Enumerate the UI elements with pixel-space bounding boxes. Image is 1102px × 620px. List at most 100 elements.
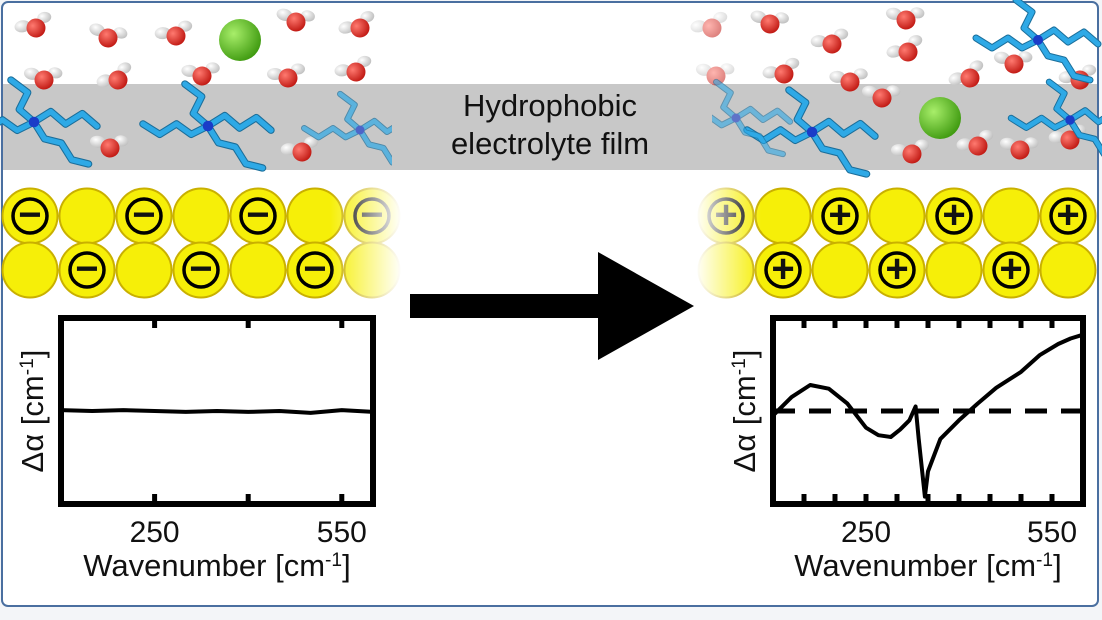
water-molecule [810,28,849,54]
oxygen-atom [34,70,54,90]
hydrogen-atom [762,66,779,79]
oxygen-atom [872,88,892,108]
alkyl-chain [31,119,92,167]
oxygen-atom [960,68,980,88]
alkyl-chain [786,87,815,135]
oxygen-atom [822,34,842,54]
water-molecule [886,35,923,62]
water-molecule [89,135,129,158]
alkyl-chain [809,118,878,139]
water-molecule [338,11,375,38]
charge-sign: − [132,193,155,237]
alkyl-chain [1046,79,1073,123]
water-molecule [891,139,929,164]
gold-atom: − [229,187,287,245]
film-caption-bg [392,84,712,170]
oxygen-atom [286,12,306,32]
alkyl-chain [713,79,739,121]
oxygen-atom [100,138,120,158]
ammonium-cation [1007,78,1102,157]
oxygen-atom [278,68,298,88]
charge-sign: − [189,247,212,291]
gold-atom [754,187,812,245]
water-molecule [96,62,132,90]
gold-atom: − [58,241,116,299]
water-molecule [829,68,868,92]
oxygen-atom [1004,54,1024,74]
alkyl-chain [301,125,363,140]
alkyl-chain [8,77,37,125]
oxygen-atom [192,66,212,86]
hydrogen-atom [886,45,903,58]
ammonium-cation [139,80,275,172]
charge-sign: + [885,247,908,291]
charge-badge [11,197,49,235]
charge-sign: + [771,247,794,291]
oxygen-atom [774,64,794,84]
gold-atom [1,241,59,299]
film-label-line1: Hydrophobic [463,88,637,123]
nitrogen-atom [731,113,741,123]
water-molecule [956,129,994,156]
alkyl-chain [205,123,266,171]
oxygen-atom [292,142,312,162]
alkyl-chain [1035,27,1101,47]
charge-badge [182,251,220,289]
spectrum-line [771,332,1084,499]
nitrogen-atom [1065,115,1075,125]
gold-atom: − [1,187,59,245]
fade-left-edge [330,178,402,308]
alkyl-chain [733,106,793,124]
charge-badge [764,251,802,289]
gold-atom: + [925,187,983,245]
hydrogen-atom [96,74,113,87]
oxygen-atom [896,10,916,30]
water-molecule [23,67,63,90]
charge-badge [992,251,1030,289]
gold-atom: − [115,187,173,245]
alkyl-chain [1067,117,1102,156]
fade-right-edge [695,178,761,308]
hydrogen-atom [334,64,351,77]
y-axis-label: Δα [cm-1] [727,350,762,473]
charge-sign: − [303,247,326,291]
x-tick-label: 550 [317,516,367,549]
gold-atom: − [172,241,230,299]
charge-badge [935,197,973,235]
transition-arrow [410,252,694,360]
oxygen-atom [760,14,780,34]
nitrogen-atom [202,120,214,132]
charge-sign: − [18,193,41,237]
gold-surface-right: +++++++ [697,187,1097,299]
charge-sign: − [246,193,269,237]
water-molecule [885,7,925,30]
gold-atom [868,187,926,245]
hydrogen-atom [14,20,31,33]
water-molecule [181,62,220,86]
oxygen-atom [1010,140,1030,160]
gold-atom: + [811,187,869,245]
ammonium-cation [677,78,794,158]
gold-atom: − [286,241,344,299]
spectrum-line [60,408,374,415]
charge-sign: + [999,247,1022,291]
nitrogen-atom [355,125,365,135]
oxygen-atom [702,18,722,38]
oxygen-atom [898,42,918,62]
water-molecule [695,63,735,86]
alkyl-chain [205,112,274,133]
ammonium-cation [0,76,101,168]
water-molecule [762,57,800,84]
charge-sign: − [75,247,98,291]
oxygen-atom [26,18,46,38]
water-molecule [750,10,789,34]
y-axis-label: Δα [cm-1] [15,350,50,473]
gold-atom [172,187,230,245]
oxygen-atom [108,70,128,90]
gold-atom [229,241,287,299]
oxygen-atom [1060,130,1080,150]
water-molecule [276,8,315,32]
alkyl-chain [0,117,37,134]
water-molecule [267,63,305,88]
